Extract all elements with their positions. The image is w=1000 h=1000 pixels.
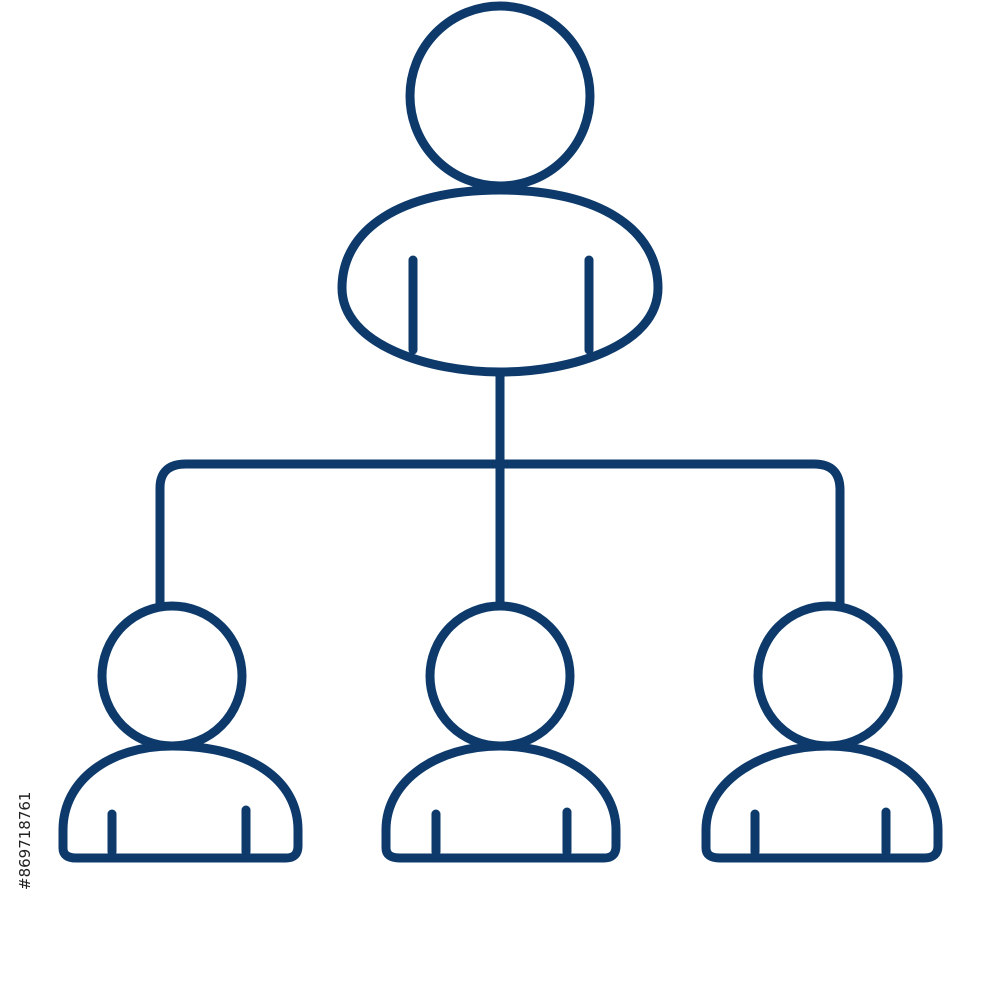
person-head — [753, 601, 903, 751]
stock-id-label: #869718761 — [16, 791, 34, 890]
person-body — [58, 741, 303, 863]
person-body — [701, 741, 943, 863]
person-head — [97, 601, 247, 751]
person-icon — [381, 601, 621, 863]
person-icon — [337, 1, 663, 377]
person-icon — [58, 601, 303, 863]
person-icon — [701, 601, 943, 863]
person-body — [381, 741, 621, 863]
person-head — [425, 601, 575, 751]
person-head — [405, 1, 595, 191]
person-body — [337, 185, 663, 377]
connector-lines — [155, 367, 845, 611]
